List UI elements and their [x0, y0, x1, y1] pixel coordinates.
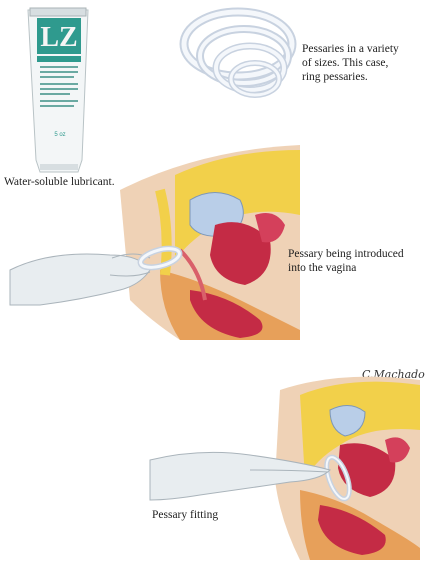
gloved-hand-lower [149, 451, 331, 501]
caption-introduced: Pessary being introduced into the vagina [288, 247, 404, 275]
tube-brand-text: LZ [40, 22, 77, 53]
caption-pessaries-line-2: of sizes. This case, [302, 57, 389, 69]
caption-lubricant: Water-soluble lubricant. [4, 176, 115, 188]
caption-pessaries-line-1: Pessaries in a variety [302, 43, 399, 55]
caption-pessaries-line-3: ring pessaries. [302, 71, 368, 83]
pelvis-section-upper [120, 145, 300, 340]
lubricant-tube: LZ 5 oz [27, 7, 89, 173]
tube-brand-panel [37, 18, 81, 54]
tube-size-text: 5 oz [54, 132, 65, 138]
caption-fitting: Pessary fitting [152, 509, 219, 521]
gloved-hand-upper [9, 245, 183, 306]
caption-introduced-line-1: Pessary being introduced [288, 248, 404, 260]
caption-pessaries: Pessaries in a variety of sizes. This ca… [302, 42, 399, 84]
ring-pessaries [179, 7, 297, 98]
pelvis-section-lower [275, 376, 420, 560]
caption-introduced-line-2: into the vagina [288, 262, 357, 274]
